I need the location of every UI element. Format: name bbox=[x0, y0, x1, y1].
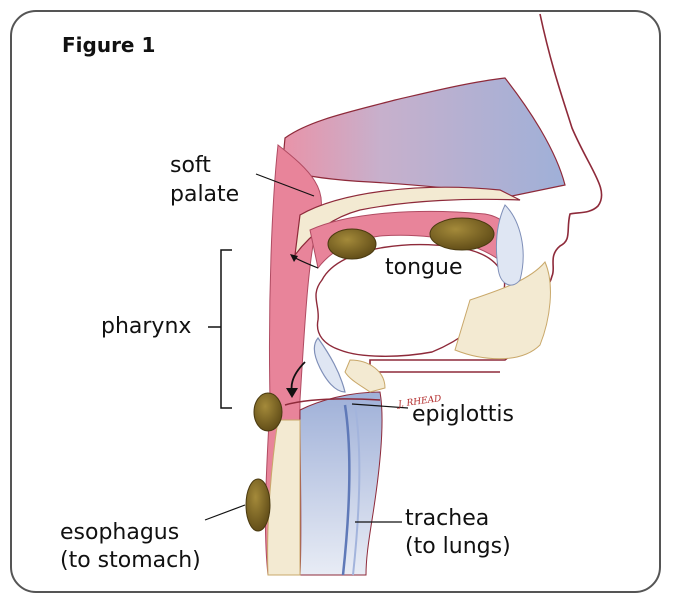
bolus-4 bbox=[246, 479, 270, 531]
trachea-label-line2: (to lungs) bbox=[405, 533, 511, 560]
larynx-cartilage bbox=[345, 360, 385, 392]
tongue-label: tongue bbox=[385, 254, 462, 281]
trachea-label-line1: trachea bbox=[405, 505, 489, 532]
pharynx-bracket bbox=[221, 250, 232, 408]
bolus-1 bbox=[328, 229, 376, 259]
bolus-3 bbox=[254, 393, 282, 431]
esophagus-label-line1: esophagus bbox=[60, 519, 179, 546]
esophagus-leader bbox=[205, 505, 245, 520]
nasal-cavity bbox=[282, 78, 565, 196]
bolus-2 bbox=[430, 218, 494, 250]
soft-palate-label-line1: soft bbox=[170, 152, 211, 179]
teeth bbox=[496, 205, 523, 285]
pharynx-label: pharynx bbox=[101, 313, 191, 340]
trachea-tube bbox=[300, 392, 382, 575]
figure-title: Figure 1 bbox=[62, 33, 155, 57]
esophagus-label-line2: (to stomach) bbox=[60, 547, 201, 574]
soft-palate-label-line2: palate bbox=[170, 181, 239, 208]
